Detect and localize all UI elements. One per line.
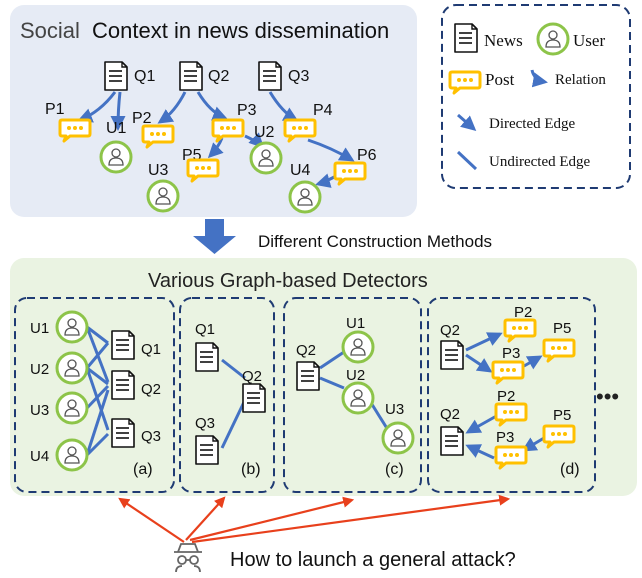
panel-a-user-u2: U2 [30,361,49,378]
user-label-u1: U1 [106,120,127,137]
user-circle-icon [99,140,133,174]
user-circle-icon [55,351,89,385]
legend-undirected-edge: Undirected Edge [489,154,591,170]
user-circle-icon [55,391,89,425]
news-document-icon [111,370,135,400]
panel-b-news-q1: Q1 [195,321,215,338]
construction-methods-label: Different Construction Methods [258,232,492,251]
panel-c-user-u2: U2 [346,367,365,384]
panel-a-news-q2: Q2 [141,381,161,398]
news-document-icon [440,340,464,370]
social-context-title-prefix: Social [20,18,80,43]
detector-panel-b [179,297,275,493]
panel-a-news-q3: Q3 [141,428,161,445]
panel-d-top-post-p2: P2 [514,304,532,321]
panel-d-label: (d) [560,461,580,478]
news-document-icon [296,361,320,391]
post-label-p4: P4 [313,102,333,119]
user-circle-icon [55,310,89,344]
panel-d-bottom-post-p3: P3 [496,429,514,446]
post-label-p2: P2 [132,110,152,127]
edge-q2-p2 [157,91,187,124]
user-circle-icon [536,22,570,56]
user-circle-icon [55,438,89,472]
attack-question: How to launch a general attack? [230,549,516,571]
undirected-edge-icon [456,150,478,171]
relation-arrow-icon [530,69,548,88]
edge-p4-p6 [307,138,355,162]
panel-a-user-u1: U1 [30,320,49,337]
more-detectors-ellipsis: ••• [596,384,619,409]
detector-panel-d [427,297,596,493]
news-label-q3: Q3 [288,68,309,85]
detector-panel-c [283,297,422,493]
news-document-icon [104,61,128,91]
legend-box [441,4,631,189]
legend-post: Post [485,70,515,89]
news-document-icon [195,435,219,465]
panel-c-user-u3: U3 [385,401,404,418]
news-document-icon [195,342,219,372]
news-document-icon [454,23,478,53]
edge-q1-u1 [110,91,126,131]
legend-user: User [573,31,605,50]
post-label-p1: P1 [45,101,65,118]
down-arrow-icon [193,219,236,254]
panel-d-top-edges [465,332,543,373]
post-label-p6: P6 [357,147,377,164]
panel-b-news-q2: Q2 [242,368,262,385]
edge-q2-p3 [196,91,228,121]
user-label-u2: U2 [254,124,275,141]
social-context-title-rest: Context in news dissemination [92,18,389,43]
user-circle-icon [341,381,375,415]
news-document-icon [258,61,282,91]
user-circle-icon [341,330,375,364]
post-label-p3: P3 [237,102,257,119]
detectors-panel [10,258,637,496]
panel-b-news-q3: Q3 [195,415,215,432]
panel-c-label: (c) [385,461,404,478]
panel-d-top-post-p5: P5 [553,320,571,337]
panel-a-user-u3: U3 [30,402,49,419]
attack-arrows [118,494,511,544]
user-circle-icon [381,421,415,455]
panel-a-label: (a) [133,461,153,478]
svg-text:Social Context in news dis: Social Context in news dissemination [20,18,389,43]
directed-edge-icon [457,113,477,131]
user-label-u4: U4 [290,162,311,179]
news-label-q1: Q1 [134,68,155,85]
panel-c-user-u1: U1 [346,315,365,332]
news-document-icon [440,426,464,456]
user-circle-icon [249,141,283,175]
news-document-icon [242,383,266,413]
detector-panel-a [14,297,175,493]
edge-p3-p5 [207,137,224,159]
user-circle-icon [146,179,180,213]
panel-a-edges [85,325,110,457]
panel-b-label: (b) [241,461,261,478]
panel-d-bottom-news-q2: Q2 [440,406,460,423]
panel-c-news-q2: Q2 [296,342,316,359]
panel-d-bottom-post-p5: P5 [553,407,571,424]
user-circle-icon [288,180,322,214]
legend-directed-edge: Directed Edge [489,116,576,132]
panel-d-top-post-p3: P3 [502,345,520,362]
legend-news: News [484,31,523,50]
legend-relation: Relation [555,72,606,88]
panel-a-news-q1: Q1 [141,341,161,358]
news-label-q2: Q2 [208,68,229,85]
news-document-icon [111,418,135,448]
attacker-spy-icon [174,543,202,573]
news-document-icon [179,61,203,91]
panel-a-user-u4: U4 [30,448,49,465]
user-label-u3: U3 [148,162,169,179]
detectors-title: Various Graph-based Detectors [148,270,428,292]
panel-d-top-news-q2: Q2 [440,322,460,339]
panel-b-edges [220,358,247,449]
panel-d-bottom-post-p2: P2 [497,388,515,405]
news-document-icon [111,330,135,360]
